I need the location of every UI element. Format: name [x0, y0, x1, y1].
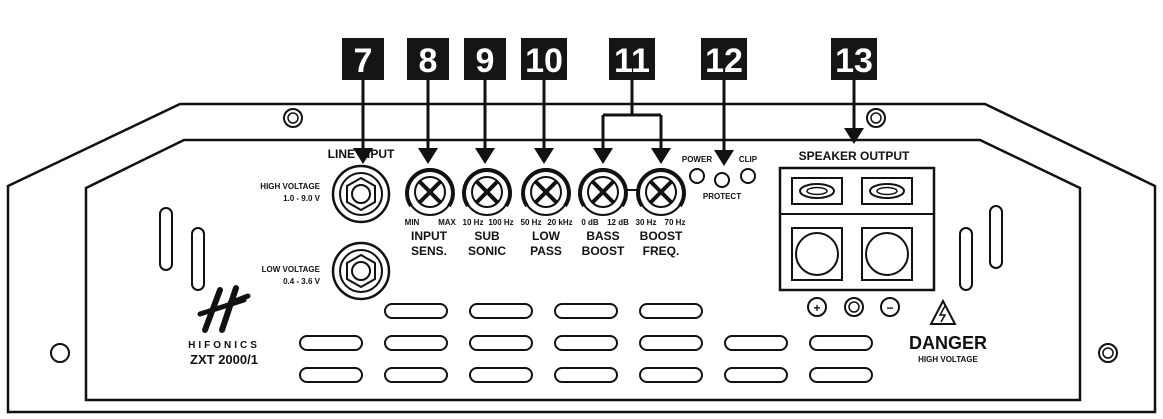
speaker-terminal-positive[interactable] — [791, 227, 843, 281]
mounting-screw-bottom-left — [50, 343, 70, 363]
protect-led — [714, 172, 730, 188]
line-input-title: LINE INPUT — [328, 147, 395, 161]
chassis-outline — [6, 102, 1157, 414]
callout-8: 8 — [407, 38, 449, 164]
knob-boost-freq-max: 70 Hz — [665, 218, 686, 227]
speaker-output-title: SPEAKER OUTPUT — [799, 149, 910, 163]
hifonics-logo-icon — [197, 285, 251, 333]
knob-boost-freq[interactable] — [636, 168, 686, 216]
high-voltage-warning-icon — [929, 298, 957, 325]
callout-9-label: 9 — [476, 42, 495, 80]
low-voltage-range: 0.4 - 3.6 V — [283, 277, 321, 286]
danger-subtitle: HIGH VOLTAGE — [918, 355, 978, 364]
callout-13-label: 13 — [835, 42, 873, 80]
mounting-screw-bottom-right — [1098, 343, 1118, 363]
knob-sub-sonic[interactable] — [462, 168, 512, 216]
minus-icon: − — [880, 297, 900, 317]
speaker-terminal-negative[interactable] — [861, 227, 913, 281]
speaker-output-housing — [778, 166, 936, 292]
knob-low-pass-name-2: PASS — [530, 244, 562, 258]
knob-low-pass[interactable] — [521, 168, 571, 216]
knob-boost-freq-name-1: BOOST — [640, 229, 683, 243]
knob-sub-sonic-max: 100 Hz — [488, 218, 513, 227]
speaker-terminal-screw-left[interactable] — [791, 177, 843, 205]
bottom-vents — [299, 303, 873, 383]
callout-7-label: 7 — [354, 42, 373, 80]
callout-10: 10 — [521, 38, 567, 164]
high-voltage-label: HIGH VOLTAGE — [260, 182, 320, 191]
callout-11-label: 11 — [614, 42, 650, 80]
knob-low-pass-name-1: LOW — [532, 229, 561, 243]
plus-symbol: + — [813, 301, 820, 315]
callout-9: 9 — [464, 38, 506, 164]
knob-input-sens-max: MAX — [438, 218, 456, 227]
knob-input-sens[interactable] — [405, 168, 455, 216]
vent-slot-left-1 — [159, 207, 173, 271]
callout-8-label: 8 — [419, 42, 438, 80]
knob-input-sens-min: MIN — [405, 218, 420, 227]
callout-10-label: 10 — [525, 42, 563, 80]
speaker-terminal-screw-right[interactable] — [861, 177, 913, 205]
low-voltage-input-jack[interactable] — [331, 241, 391, 301]
vent-slot-left-2 — [191, 227, 205, 291]
chassis-inner-panel — [84, 138, 1082, 402]
knob-boost-freq-min: 30 Hz — [636, 218, 657, 227]
vent-slot-right-2 — [989, 205, 1003, 269]
power-led — [689, 168, 705, 184]
high-voltage-input-jack[interactable] — [331, 164, 391, 224]
high-voltage-range: 1.0 - 9.0 V — [283, 194, 321, 203]
callout-13: 13 — [831, 38, 877, 144]
knob-bass-boost[interactable] — [578, 168, 628, 216]
knob-bass-boost-min: 0 dB — [581, 218, 599, 227]
low-voltage-label: LOW VOLTAGE — [262, 265, 321, 274]
callout-7: 7 — [342, 38, 384, 164]
knob-input-sens-name-2: SENS. — [411, 244, 447, 258]
mounting-screw-top-right — [866, 108, 886, 128]
knob-boost-freq-name-2: FREQ. — [643, 244, 680, 258]
knob-input-sens-name-1: INPUT — [411, 229, 448, 243]
mounting-screw-top-left — [283, 108, 303, 128]
model-number: ZXT 2000/1 — [190, 352, 258, 367]
callout-11: 11 — [593, 38, 671, 164]
protect-led-label: PROTECT — [703, 192, 741, 201]
knob-low-pass-min: 50 Hz — [521, 218, 542, 227]
plus-icon: + — [807, 297, 827, 317]
knob-sub-sonic-name-1: SUB — [474, 229, 500, 243]
knob-bass-boost-name-1: BASS — [586, 229, 619, 243]
clip-led — [740, 168, 756, 184]
vent-slot-right-1 — [959, 227, 973, 291]
danger-title: DANGER — [909, 333, 987, 353]
callout-12-label: 12 — [705, 42, 743, 80]
output-center-screw — [844, 297, 864, 317]
knob-bass-boost-name-2: BOOST — [582, 244, 625, 258]
brand-name: HIFONICS — [188, 340, 260, 351]
power-led-label: POWER — [682, 155, 712, 164]
minus-symbol: − — [886, 301, 893, 315]
knob-low-pass-max: 20 kHz — [547, 218, 572, 227]
clip-led-label: CLIP — [739, 155, 758, 164]
knob-bass-boost-max: 12 dB — [607, 218, 629, 227]
knob-sub-sonic-name-2: SONIC — [468, 244, 506, 258]
knob-sub-sonic-min: 10 Hz — [463, 218, 484, 227]
callout-12: 12 — [701, 38, 747, 166]
